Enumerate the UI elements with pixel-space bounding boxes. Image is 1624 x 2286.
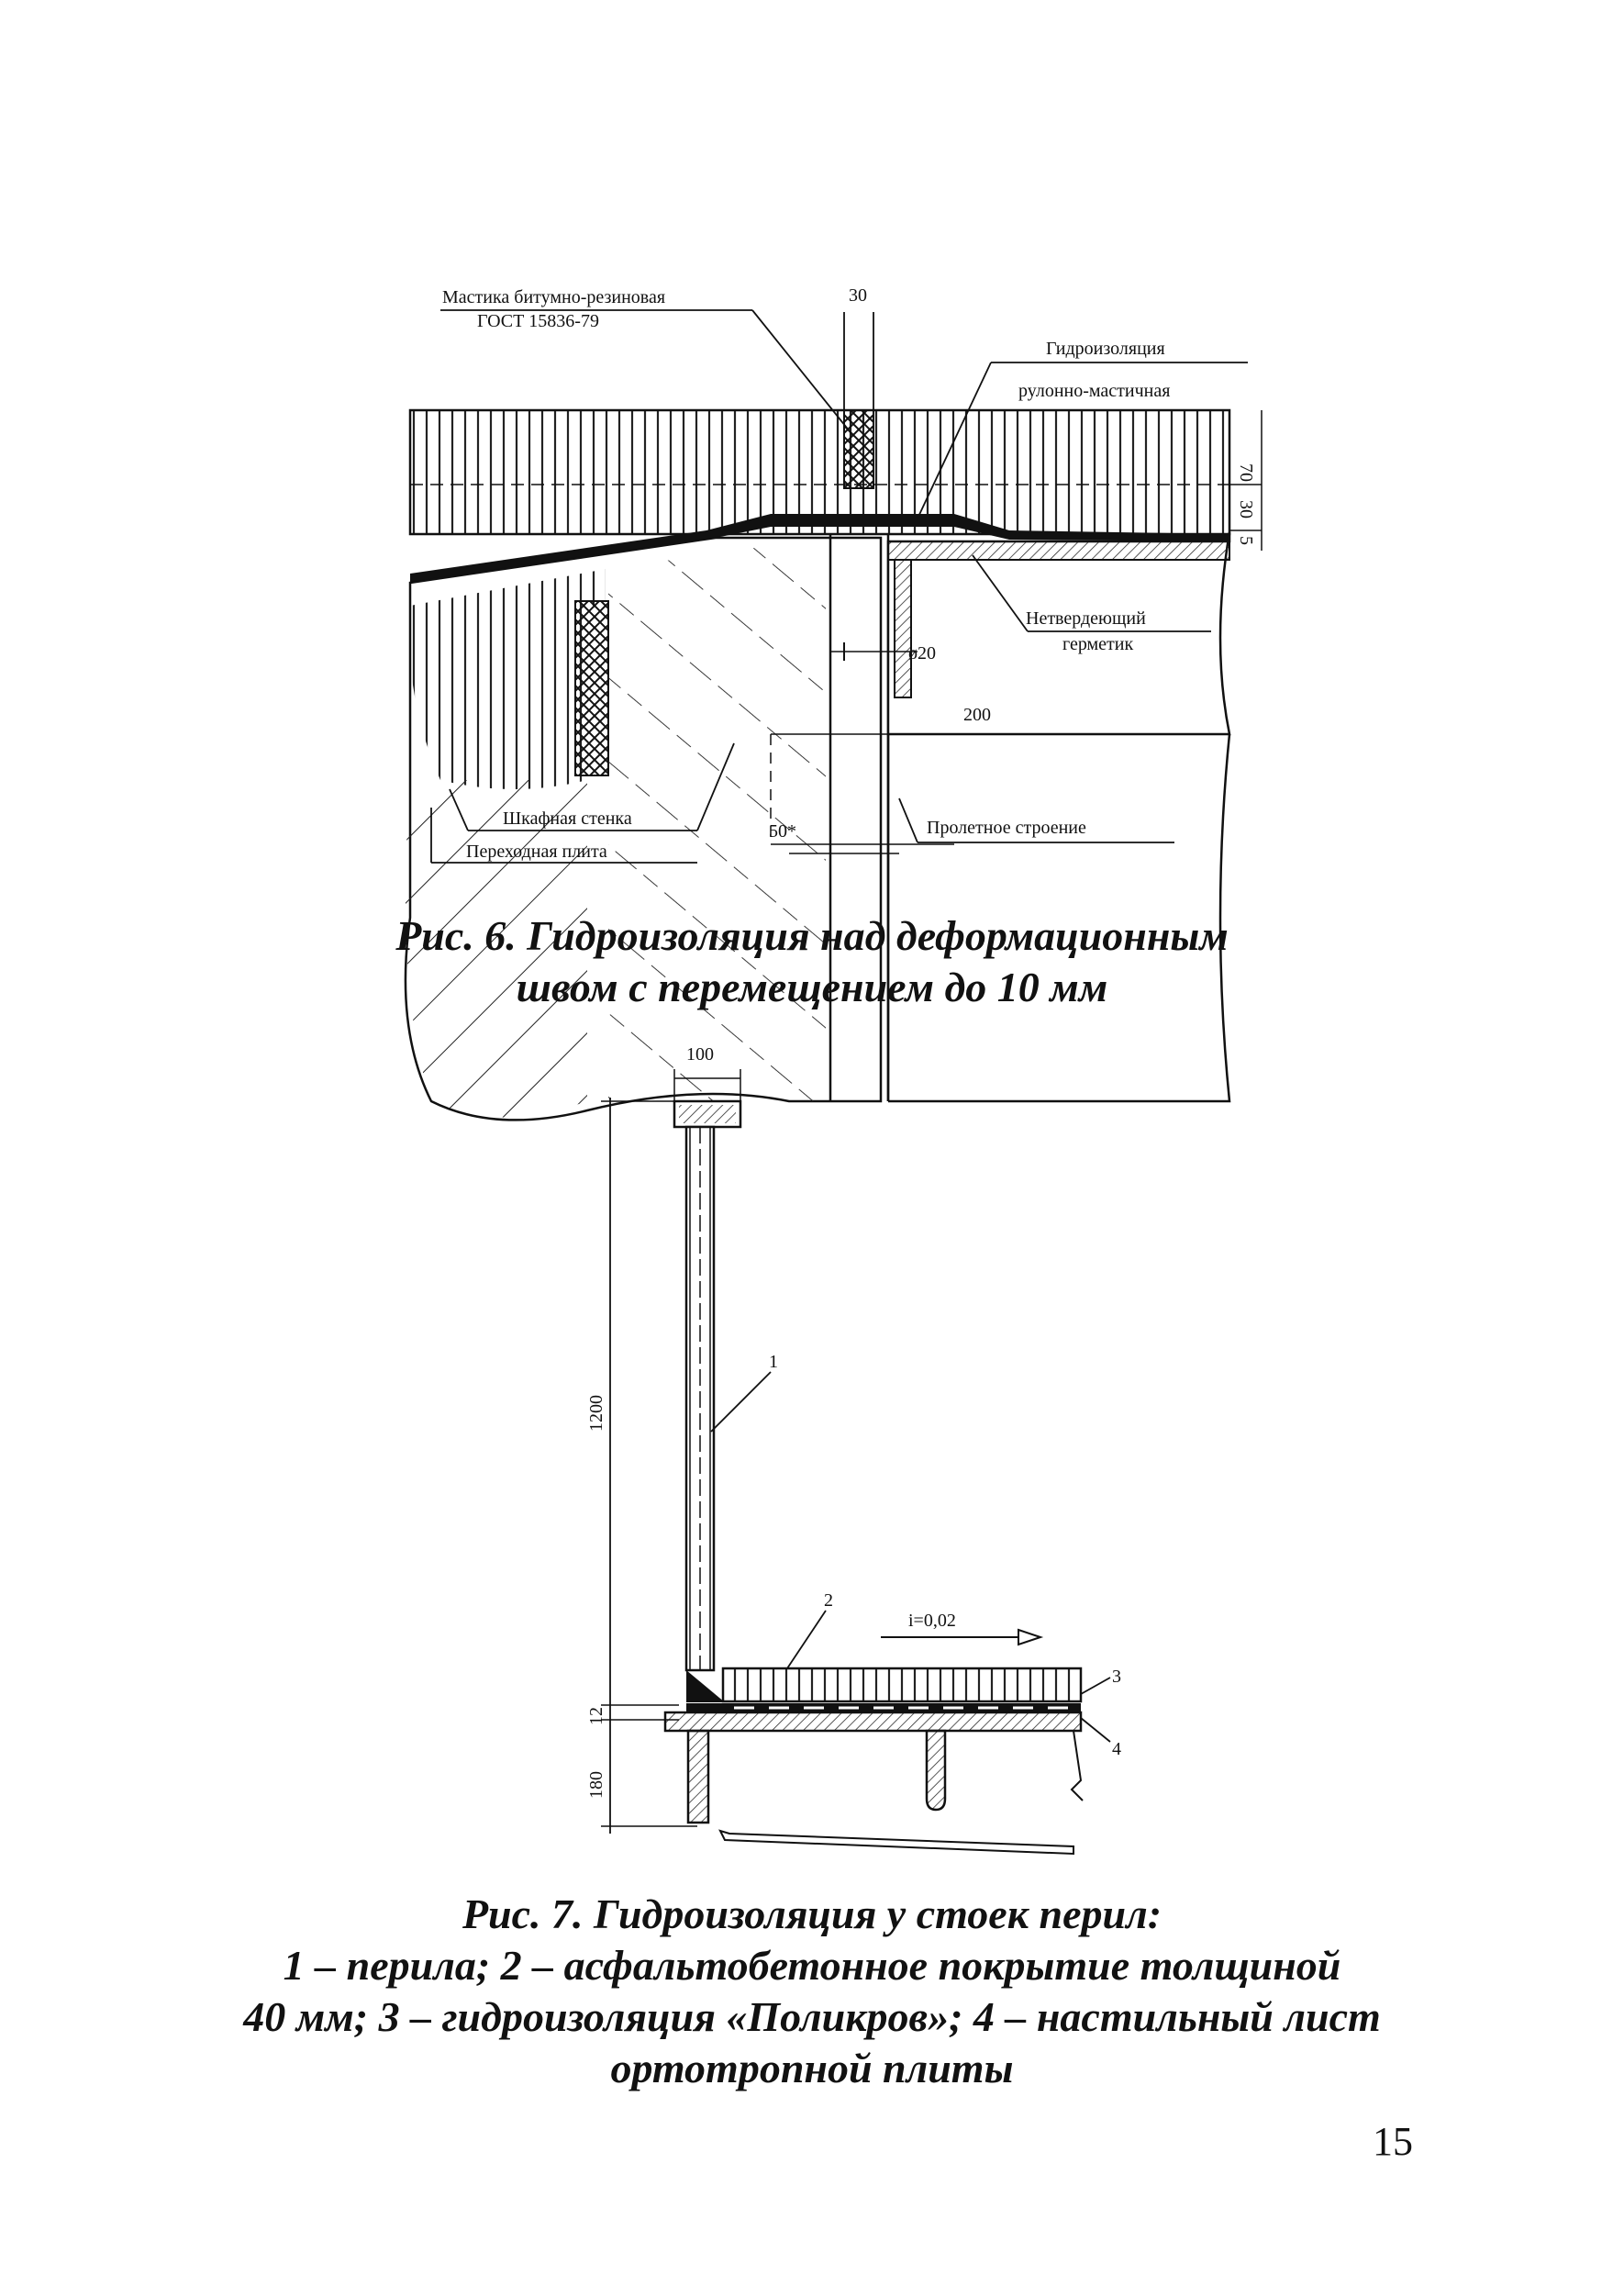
label-transition-slab: Переходная плита: [466, 842, 607, 862]
dim-dia-20: ø20: [908, 643, 936, 663]
label-sealant-2: герметик: [1062, 634, 1133, 654]
span-structure: [886, 531, 1231, 736]
asphalt-layer: [410, 410, 1229, 534]
dim-1200: 1200: [586, 1395, 606, 1432]
fig7-caption-line3: 40 мм; 3 – гидроизоляция «Поликров»; 4 –…: [243, 1993, 1381, 2040]
fig7-labels: 100 1200 12 180 i=0,02 1 2 3 4: [586, 1044, 1121, 1799]
fig7-caption-line1: Рис. 7. Гидроизоляция у стоек перил:: [462, 1890, 1162, 1937]
callout-4: 4: [1112, 1739, 1121, 1759]
fig6-caption-line2: швом с перемещением до 10 мм: [516, 964, 1108, 1010]
label-waterproofing: Гидроизоляция: [1046, 339, 1165, 359]
dim-30-top: 30: [849, 285, 867, 306]
dim-50: 50*: [769, 821, 796, 842]
deck-plate: [663, 1711, 1083, 1733]
dim-70: 70: [1236, 463, 1256, 482]
longitudinal-rib: [925, 1729, 947, 1812]
fig7-caption: Рис. 7. Гидроизоляция у стоек перил: 1 –…: [0, 1889, 1624, 2094]
label-gost: ГОСТ 15836-79: [477, 311, 599, 331]
callout-2: 2: [824, 1590, 833, 1611]
fig7-caption-line2: 1 – перила; 2 – асфальтобетонное покрыти…: [283, 1942, 1341, 1989]
label-wall: Шкафная стенка: [503, 808, 632, 829]
fig7-caption-line4: ортотропной плиты: [610, 2045, 1014, 2091]
fig7-drawing: [601, 1069, 1111, 1856]
fig6-drawing: [404, 309, 1262, 1121]
page-number: 15: [1373, 2119, 1413, 2164]
callout-3: 3: [1112, 1667, 1121, 1687]
slope-label: i=0,02: [908, 1611, 956, 1631]
label-sealant: Нетвердеющий: [1026, 608, 1146, 629]
dim-5: 5: [1236, 536, 1256, 545]
dim-180: 180: [586, 1771, 606, 1799]
label-waterproofing-type: рулонно-мастичная: [1018, 381, 1170, 401]
label-mastic: Мастика битумно-резиновая: [442, 287, 665, 307]
fig6-caption: Рис. 6. Гидроизоляция над деформационным…: [0, 910, 1624, 1013]
dim-12: 12: [586, 1707, 606, 1725]
dim-200: 200: [963, 705, 991, 725]
dim-30-side: 30: [1236, 500, 1256, 519]
wall-filler: [574, 600, 609, 776]
label-span: Пролетное строение: [927, 818, 1086, 838]
asphalt-coating: [721, 1667, 1083, 1703]
waterproofing-membrane: [410, 514, 1229, 583]
dim-100: 100: [686, 1044, 714, 1065]
fig6-labels: Мастика битумно-резиновая ГОСТ 15836-79 …: [442, 285, 1256, 862]
mastic-plug: [843, 409, 874, 489]
callout-1: 1: [769, 1352, 778, 1372]
fig6-caption-line1: Рис. 6. Гидроизоляция над деформационным: [395, 912, 1229, 959]
